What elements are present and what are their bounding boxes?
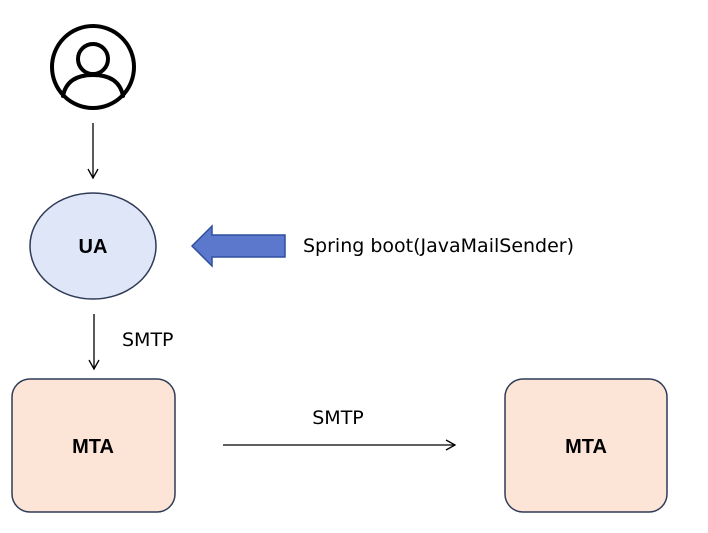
mta-left-node: MTA — [11, 378, 176, 513]
mta-right-label: MTA — [565, 436, 607, 458]
mta-right-box — [504, 378, 668, 513]
spring-boot-block-arrow — [190, 224, 286, 268]
smtp-label-vertical: SMTP — [122, 329, 174, 351]
ua-node: UA — [29, 192, 157, 300]
ua-label: UA — [79, 236, 108, 258]
mta-left-box — [11, 378, 176, 513]
smtp-label-horizontal: SMTP — [312, 407, 364, 429]
mta-right-node: MTA — [504, 378, 668, 513]
ua-ellipse — [29, 192, 157, 300]
user-icon — [50, 24, 136, 110]
mta-left-label: MTA — [72, 436, 114, 458]
spring-boot-label: Spring boot(JavaMailSender) — [303, 235, 574, 257]
